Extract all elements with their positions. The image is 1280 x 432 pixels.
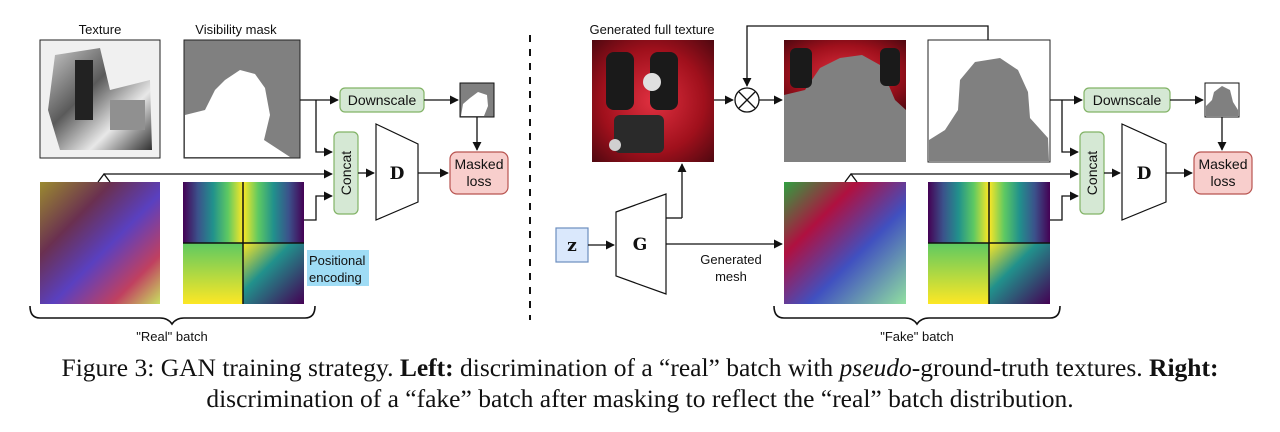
right-panel: Generated full texture z: [555, 22, 1253, 344]
concat-label-left: Concat: [338, 151, 354, 195]
posenc-label-2: encoding: [309, 270, 362, 285]
generator-label: G: [633, 235, 648, 255]
visibility-mask-right: [927, 39, 1051, 163]
posenc-label-1: Positional: [309, 253, 365, 268]
downscaled-mask-left: [459, 82, 495, 118]
left-panel: Texture Visibility mask Positional: [29, 22, 509, 344]
masked-loss-box-left: [449, 151, 509, 195]
masked-loss-label-1-right: Masked: [1198, 156, 1247, 172]
fake-batch-label: "Fake" batch: [880, 329, 954, 344]
discriminator-label-left: D: [390, 164, 405, 184]
pseudo-texture-image: [40, 182, 160, 304]
real-batch-brace: [29, 305, 316, 326]
fake-batch-brace: [773, 305, 1061, 326]
positional-encoding-right: [928, 182, 1050, 304]
generated-full-texture-image: [592, 40, 714, 162]
real-batch-label: "Real" batch: [136, 329, 207, 344]
positional-encoding-image: [183, 182, 304, 304]
masked-loss-label-2-left: loss: [467, 173, 492, 189]
discriminator-label-right: D: [1137, 164, 1152, 184]
caption-left-text-2: -ground-truth textures.: [911, 353, 1143, 382]
caption-left-italic: pseudo: [839, 353, 912, 382]
masked-loss-label-1-left: Masked: [454, 156, 503, 172]
masked-loss-label-2-right: loss: [1211, 173, 1236, 189]
downscaled-mask-right: [1204, 82, 1240, 118]
generated-full-texture-label: Generated full texture: [589, 22, 714, 37]
generator: [615, 193, 667, 295]
latent-z-label: z: [567, 236, 577, 256]
visibility-mask-image: [183, 39, 301, 159]
fake-pseudo-texture-image: [784, 182, 906, 304]
texture-image: [39, 39, 161, 159]
latent-z-box: [555, 227, 589, 263]
masked-texture-image: [784, 40, 906, 162]
caption-right-bold: Right:: [1149, 353, 1219, 382]
downscale-label-right: Downscale: [1093, 92, 1162, 108]
concat-label-right: Concat: [1084, 151, 1100, 195]
masked-loss-box-right: [1193, 151, 1253, 195]
generated-mesh-label-2: mesh: [715, 269, 747, 284]
caption-right-text: discrimination of a “fake” batch after m…: [206, 384, 1074, 413]
figure-caption: Figure 3: GAN training strategy. Left: d…: [0, 352, 1280, 414]
discriminator-right: [1121, 123, 1167, 221]
visibility-mask-label: Visibility mask: [195, 22, 277, 37]
caption-left-bold: Left:: [399, 353, 454, 382]
texture-label: Texture: [79, 22, 122, 37]
generated-mesh-label-1: Generated: [700, 252, 761, 267]
caption-left-text-1: discrimination of a “real” batch with: [460, 353, 834, 382]
caption-prefix: Figure 3: GAN training strategy.: [61, 353, 394, 382]
downscale-label-left: Downscale: [348, 92, 417, 108]
discriminator-left: [375, 123, 419, 221]
posenc-highlight: [307, 250, 369, 286]
